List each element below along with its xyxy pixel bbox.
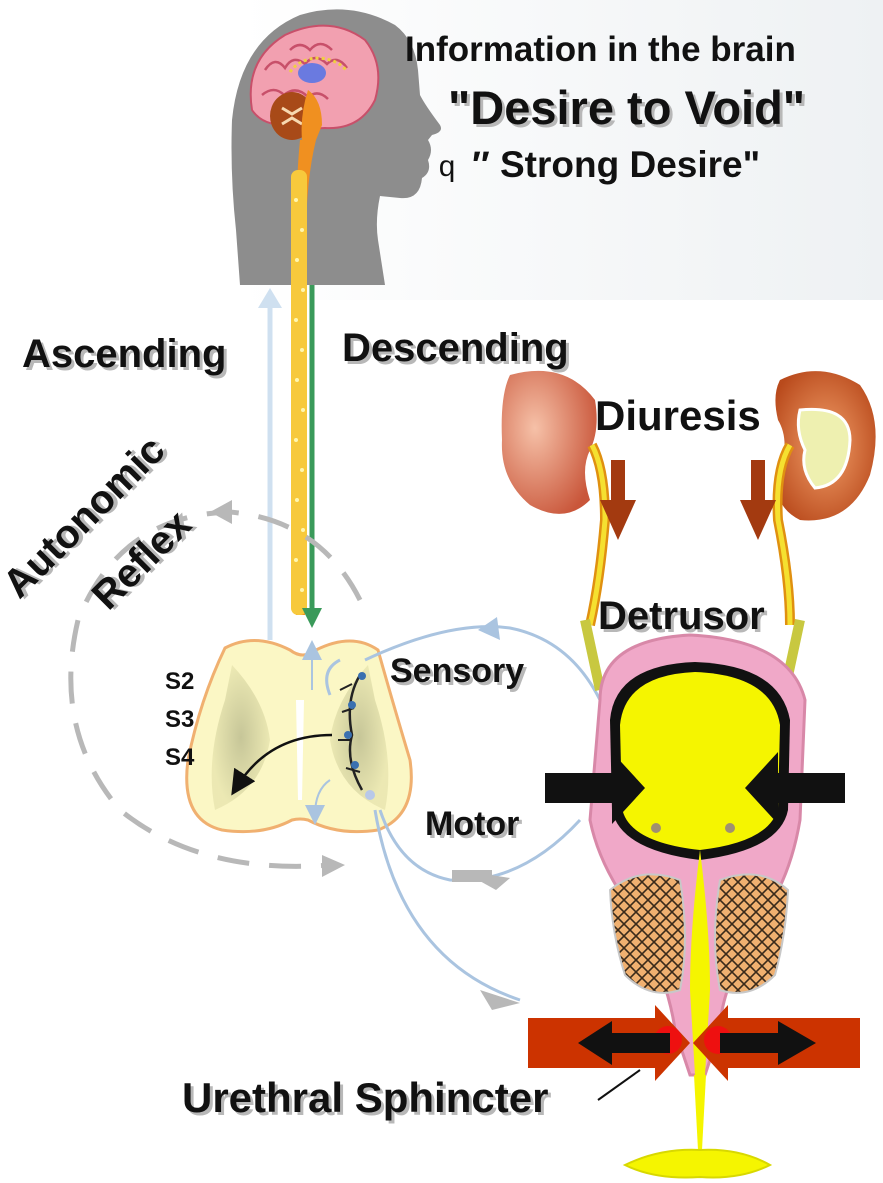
- diuresis-label: Diuresis: [595, 392, 761, 440]
- sphincter-label: Urethral Sphincter: [182, 1074, 548, 1122]
- ascending-label: Ascending: [22, 332, 226, 377]
- descending-label: Descending: [342, 326, 569, 371]
- segment-s2: S2: [165, 668, 194, 696]
- header-line-2: "Desire to Void": [448, 80, 805, 135]
- segment-s3: S3: [165, 706, 194, 734]
- spinal-cross-section: [187, 640, 412, 831]
- header-line-3: ″ Strong Desire": [472, 144, 760, 186]
- motor-label: Motor: [425, 805, 519, 844]
- segment-s4: S4: [165, 744, 194, 772]
- sensory-label: Sensory: [390, 652, 524, 691]
- detrusor-label: Detrusor: [598, 594, 765, 639]
- header-line-1: Information in the brain: [405, 30, 796, 70]
- header-line-3-bullet: q: [438, 152, 456, 186]
